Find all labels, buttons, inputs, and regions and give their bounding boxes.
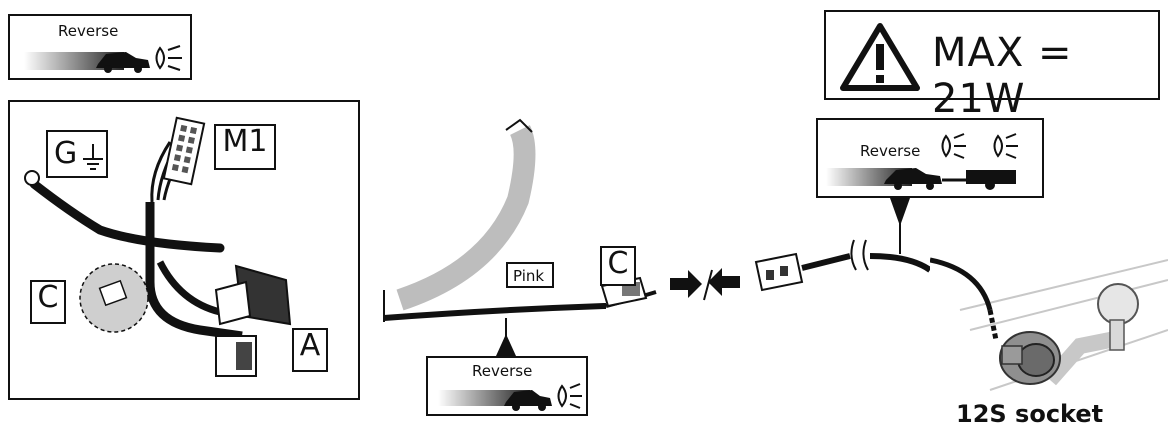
wire-color-label: Pink [513, 267, 545, 285]
tow-bar-socket-drawing [930, 257, 1168, 391]
ground-label: G [54, 136, 78, 171]
warning-triangle-icon [840, 23, 920, 91]
wiring-diagram [383, 118, 930, 322]
reverse-car-icon [438, 383, 582, 411]
reverse-badge-top-left: Reverse [8, 14, 192, 80]
wire-connector-c-label: C [600, 246, 636, 286]
badge-pointer-trailer [890, 198, 910, 254]
badge-pointer-bottom [496, 318, 516, 356]
trailer-reverse-icon [826, 133, 1018, 190]
ground-icon [83, 144, 103, 170]
reverse-badge-trailer: Reverse [816, 118, 1044, 198]
reverse-label: Reverse [472, 362, 533, 380]
reverse-label: Reverse [58, 22, 119, 40]
wire-color-label-box: Pink [506, 262, 554, 288]
harness-drawing [24, 116, 292, 377]
reverse-car-icon [24, 45, 182, 73]
connector-m1-label: M1 [214, 124, 276, 170]
reverse-label: Reverse [860, 142, 921, 160]
max-wattage-text: MAX = 21W [932, 30, 1073, 122]
harness-panel: G M1 C A [8, 100, 360, 400]
socket-caption: 12S socket [956, 400, 1104, 428]
max-warning-box: MAX = 21W [824, 10, 1160, 122]
connector-c-label: C [30, 280, 66, 324]
connector-a-label: A [292, 328, 328, 372]
reverse-badge-bottom: Reverse [426, 356, 588, 416]
ground-label-box: G [46, 130, 108, 178]
